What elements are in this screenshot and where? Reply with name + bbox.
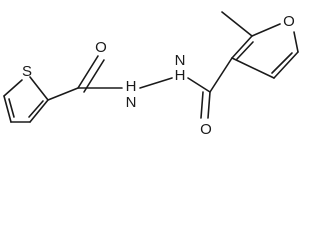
right-carbonyl-group <box>187 57 233 119</box>
bond-n-n <box>139 77 173 89</box>
bond-c4-c5 <box>3 95 12 123</box>
left-carbonyl-group <box>77 55 123 93</box>
bond-c-o-right-double <box>200 91 204 119</box>
bond-c4-c5-inner <box>8 98 15 118</box>
bond-c5-c4-furan-inner <box>271 52 293 74</box>
molecule-structure-diagram: S O H N N H O O <box>3 11 299 138</box>
furan-ring <box>221 11 299 79</box>
bond-nh-c-right <box>187 77 211 93</box>
bond-c5-s <box>3 79 23 97</box>
bond-s-c2 <box>29 76 49 101</box>
atom-label-nitrogen-left: N <box>126 94 137 111</box>
bond-c3-c2-furan <box>231 35 253 59</box>
bond-c5-c4-furan <box>273 51 299 79</box>
bond-thiophene-carbonyl <box>47 87 79 101</box>
bond-c2-c3-inner <box>28 100 44 118</box>
bond-c-furan <box>209 57 233 93</box>
atom-label-oxygen-right: O <box>200 121 212 138</box>
atom-label-hydrogen-right: H <box>175 67 186 84</box>
bond-c-o-left-double <box>83 59 105 93</box>
bond-c4-c3-furan <box>231 57 275 79</box>
atom-label-nitrogen-right: N <box>175 52 186 69</box>
bond-c-o-left <box>77 55 99 89</box>
atom-label-oxygen-left: O <box>95 39 107 56</box>
thiophene-ring <box>3 76 79 123</box>
atom-label-sulfur: S <box>22 63 32 80</box>
bond-methyl <box>221 11 253 37</box>
atom-label-oxygen-furan: O <box>283 13 295 30</box>
bond-c3-c2-furan-inner <box>236 41 254 60</box>
atom-labels: S O H N N H O O <box>22 13 295 138</box>
bond-c2-o-furan <box>251 23 281 37</box>
bond-o-c5-furan <box>293 31 299 53</box>
bond-c-o-right <box>207 91 211 119</box>
bond-c2-c3 <box>29 99 49 123</box>
atom-label-hydrogen-left: H <box>126 78 137 95</box>
